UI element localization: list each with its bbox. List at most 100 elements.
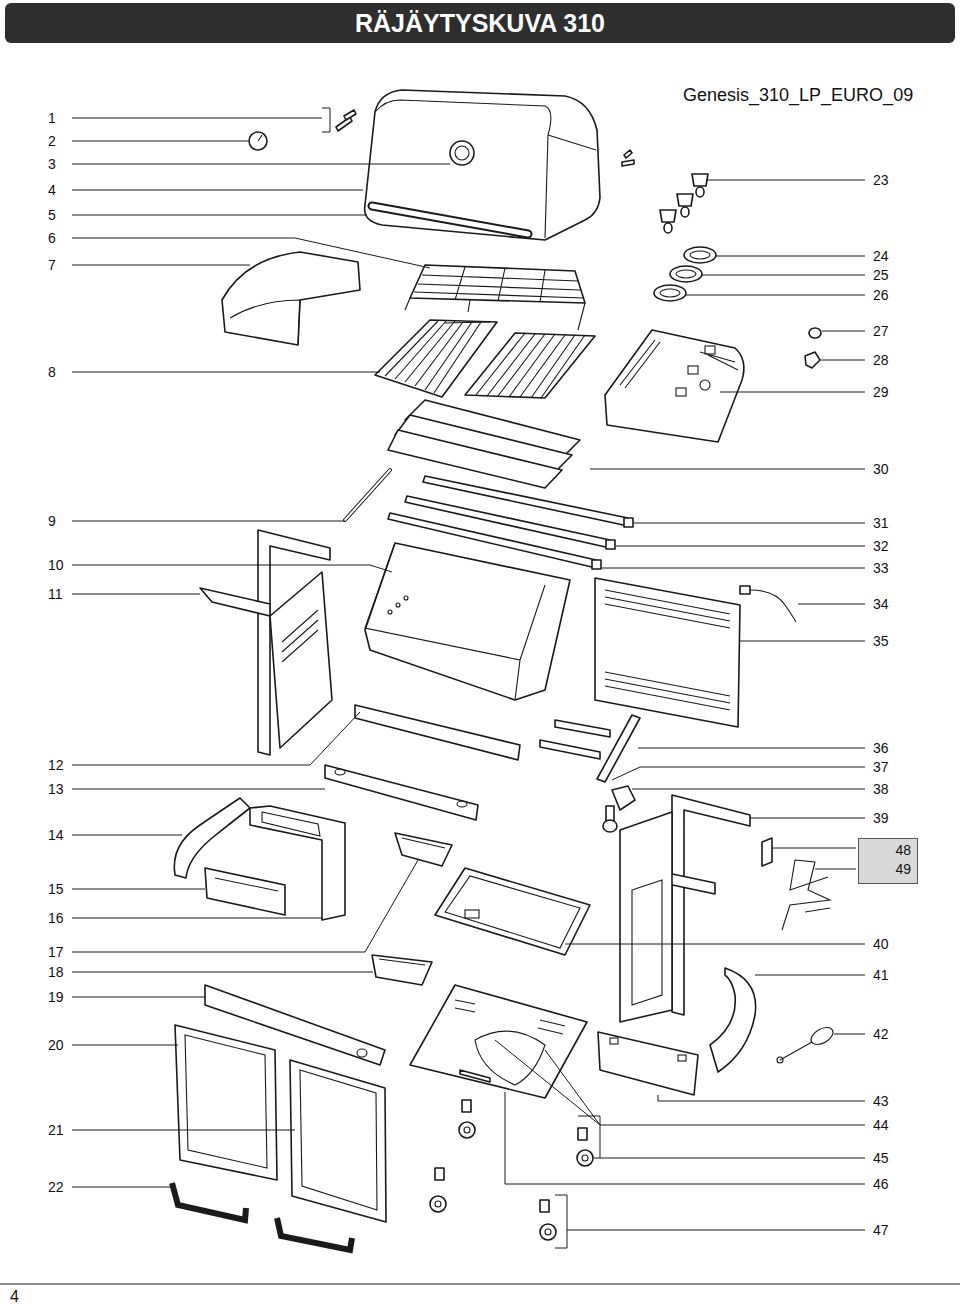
bottom-shelf [460, 1070, 490, 1082]
drip-tray [372, 955, 432, 985]
callout-number: 44 [873, 1116, 889, 1134]
callout-number: 23 [873, 171, 889, 189]
callout-number: 22 [48, 1178, 64, 1196]
bottom-shelf [410, 985, 587, 1098]
cooking-grate [385, 321, 490, 393]
side-handle [710, 968, 756, 1072]
door [175, 1025, 277, 1180]
back-panel [595, 578, 740, 727]
cart-frame [620, 812, 672, 1022]
tool-hook [762, 838, 830, 930]
screw [624, 150, 632, 158]
side-table [222, 252, 360, 345]
bottom-shelf [455, 1000, 565, 1034]
model-code: Genesis_310_LP_EURO_09 [683, 84, 913, 106]
tank-box [262, 812, 320, 836]
caster [545, 1229, 551, 1235]
leader-line [834, 1034, 865, 1035]
crossbar [457, 801, 467, 807]
ignitor-wire [750, 590, 796, 622]
cookbox [365, 543, 570, 700]
leader-line [821, 360, 865, 361]
bracket [205, 868, 285, 915]
leader-line [72, 372, 380, 373]
callout-number: 33 [873, 559, 889, 577]
callout-number: 13 [48, 780, 64, 798]
crossbar [355, 705, 520, 760]
leader-line [72, 141, 248, 142]
thermometer [258, 135, 262, 141]
control-panel [605, 330, 744, 442]
side-table [222, 252, 360, 345]
callout-number: 35 [873, 632, 889, 650]
door [300, 1070, 377, 1210]
flavorizer-bar [388, 400, 580, 488]
leader-line [72, 108, 330, 132]
callout-number: 9 [48, 512, 56, 530]
leader-line [578, 1116, 865, 1158]
control-panel [620, 340, 738, 388]
leader-line [72, 1130, 295, 1131]
rail [598, 1032, 698, 1095]
caster [430, 1100, 593, 1240]
cookbox [404, 596, 408, 600]
leader-line [72, 521, 345, 522]
bezel [670, 266, 702, 282]
leader-line [720, 392, 865, 393]
lid [548, 135, 596, 150]
callout-number: 27 [873, 322, 889, 340]
callout-number: 21 [48, 1121, 64, 1139]
door [175, 1025, 386, 1222]
page-rule [0, 1284, 960, 1285]
leader-line [716, 256, 865, 257]
rail [678, 1055, 686, 1061]
crossbar [325, 705, 520, 820]
bracket [215, 878, 278, 891]
catch-pan [445, 876, 580, 948]
ignitor-wire [740, 586, 750, 594]
burner-tube [423, 476, 628, 526]
manifold [540, 740, 600, 759]
leader-line [72, 190, 363, 191]
knob [664, 223, 672, 233]
screw [344, 110, 356, 120]
warming-rack [414, 267, 583, 302]
callout-box: 4849 [858, 838, 918, 884]
lid [365, 90, 600, 240]
lid [365, 90, 600, 240]
callout-number: 41 [873, 966, 889, 984]
door [290, 1060, 386, 1222]
control-panel [688, 366, 698, 374]
control-panel [605, 330, 744, 442]
callout-number: 31 [873, 514, 889, 532]
leader-line [72, 997, 205, 998]
leader-line [72, 918, 322, 919]
leader-line [755, 975, 865, 976]
page-ground [0, 1287, 30, 1309]
callout-number: 25 [873, 266, 889, 284]
manifold [597, 715, 640, 782]
callout-number: 46 [873, 1175, 889, 1193]
callout-number: 17 [48, 943, 64, 961]
knob [696, 187, 704, 197]
leader-line [72, 712, 360, 765]
callout-number: 8 [48, 363, 56, 381]
leader-line [72, 164, 450, 165]
leader-line [72, 108, 865, 1248]
door [185, 1035, 267, 1168]
leader-line [638, 748, 865, 749]
back-panel [595, 578, 740, 727]
thermometer [249, 132, 267, 150]
callout-number: 36 [873, 739, 889, 757]
callout-number: 45 [873, 1149, 889, 1167]
ignitor-button [805, 328, 821, 368]
callout-number: 6 [48, 229, 56, 247]
callout-number: 38 [873, 780, 889, 798]
callout-number: 48 [865, 841, 911, 860]
cart-frame [620, 795, 750, 1022]
callout-number: 19 [48, 988, 64, 1006]
callout-number: 32 [873, 537, 889, 555]
leader-line [634, 523, 865, 524]
tank-box [250, 806, 345, 920]
